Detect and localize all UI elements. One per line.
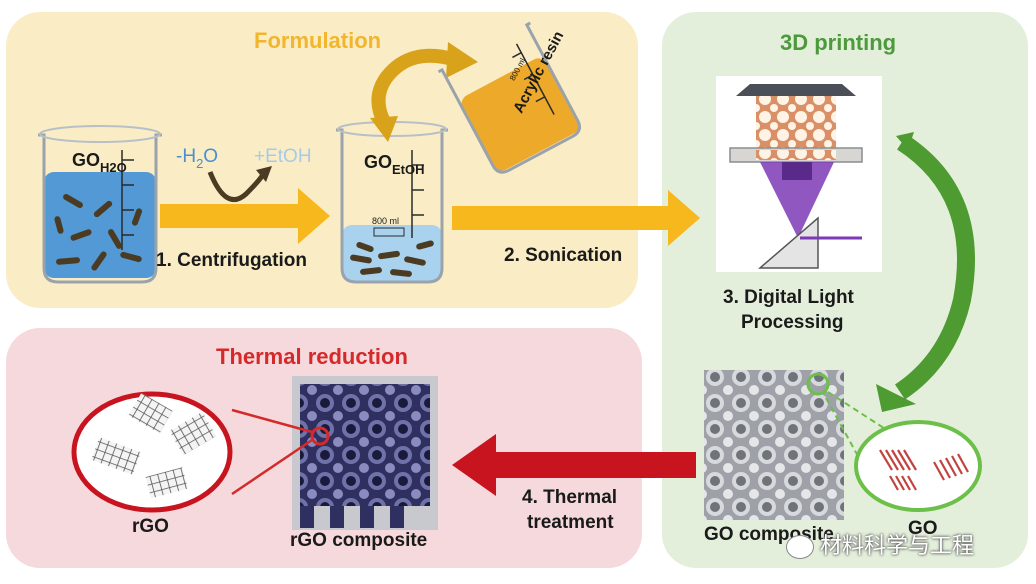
rgo-zoom-icon xyxy=(71,391,233,513)
sonication-arrow-icon xyxy=(452,190,700,246)
step-dlp-line2: Processing xyxy=(741,312,844,333)
step-sonication: 2. Sonication xyxy=(504,245,623,266)
go-water-label: GOH2O xyxy=(72,150,127,175)
minus-water-label: -H2O xyxy=(176,146,219,171)
step-dlp-line1: 3. Digital Light xyxy=(723,287,854,308)
rgo-label: rGO xyxy=(132,516,169,537)
solvent-exchange-arrow-icon xyxy=(207,166,272,202)
watermark: 材料科学与工程 xyxy=(786,528,974,560)
go-ethanol-label: GOEtOH xyxy=(364,152,425,177)
plus-ethanol-label: +EtOH xyxy=(254,146,312,167)
step-thermal-line1: 4. Thermal xyxy=(522,487,618,508)
go-composite-image xyxy=(704,370,891,520)
rgo-zoom-lines xyxy=(231,408,313,496)
wechat-icon xyxy=(786,535,814,560)
pour-arrow-icon xyxy=(370,42,478,142)
centrifugation-arrow-icon xyxy=(160,188,330,244)
dlp-printer-icon xyxy=(716,76,882,272)
go-label: GO xyxy=(908,518,938,539)
step-thermal-line2: treatment xyxy=(527,512,614,533)
rgo-composite-label: rGO composite xyxy=(290,530,428,551)
resin-beaker-icon xyxy=(437,21,581,174)
rgo-composite-image xyxy=(292,376,438,530)
go-zoom-icon xyxy=(854,420,982,512)
thermal-treatment-arrow-icon xyxy=(452,434,696,496)
beaker-water-icon xyxy=(38,125,162,284)
thermal-title: Thermal reduction xyxy=(216,344,408,369)
beaker-ethanol-icon xyxy=(336,121,448,284)
printing-to-composite-arrow-icon xyxy=(876,132,975,412)
formulation-title: Formulation xyxy=(254,28,382,53)
volume-mark: 800 ml xyxy=(372,216,400,226)
step-centrifugation: 1. Centrifugation xyxy=(156,250,307,271)
printing-title: 3D printing xyxy=(780,30,897,55)
